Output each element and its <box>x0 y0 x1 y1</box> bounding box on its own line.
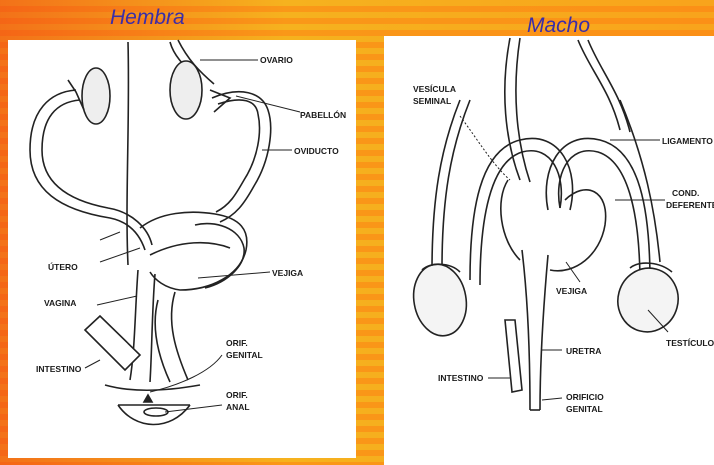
label-orif-genital-1: ORIF. <box>226 338 248 348</box>
label-intestino-m: INTESTINO <box>438 373 483 383</box>
label-oviducto: OVIDUCTO <box>294 146 339 156</box>
ligament-left <box>432 100 460 270</box>
label-testiculo: TESTÍCULO <box>666 338 714 348</box>
label-intestino-f: INTESTINO <box>36 364 81 374</box>
label-orificio-1: ORIFICIO <box>566 392 604 402</box>
male-vessel-2 <box>578 40 620 130</box>
testis-left <box>408 260 472 340</box>
label-ligamento: LIGAMENTO <box>662 136 713 146</box>
testis-right <box>611 261 686 338</box>
label-vejiga-m: VEJIGA <box>556 286 587 296</box>
label-orif-anal-2: ANAL <box>226 402 250 412</box>
seminal-vesicle <box>501 180 520 260</box>
label-vesicula-1: VESÍCULA <box>413 84 456 94</box>
label-vesicula-2: SEMINAL <box>413 96 451 106</box>
label-orif-genital-2: GENITAL <box>226 350 263 360</box>
urethra <box>522 250 530 410</box>
label-orificio-2: GENITAL <box>566 404 603 414</box>
label-cond-2: DEFERENTE <box>666 200 714 210</box>
vas-deferens-left <box>470 138 573 280</box>
label-vejiga-f: VEJIGA <box>272 268 303 278</box>
label-uretra: URETRA <box>566 346 601 356</box>
label-orif-anal-1: ORIF. <box>226 390 248 400</box>
label-vagina: VAGINA <box>44 298 76 308</box>
male-intestine <box>505 320 522 392</box>
label-utero: ÚTERO <box>48 262 78 272</box>
label-pabellon: PABELLÓN <box>300 110 346 120</box>
label-cond-1: COND. <box>672 188 699 198</box>
label-ovario: OVARIO <box>260 55 293 65</box>
